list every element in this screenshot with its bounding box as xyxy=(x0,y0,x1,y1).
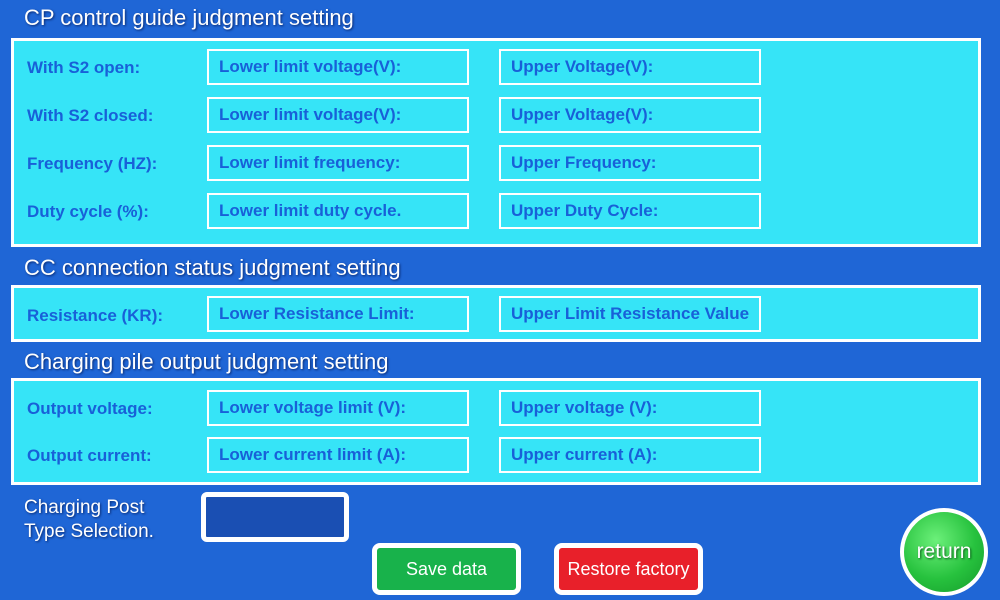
lower-duty-cycle-field[interactable]: Lower limit duty cycle. xyxy=(207,193,469,229)
post-type-label-line1: Charging Post xyxy=(24,497,145,518)
lower-current-limit-field[interactable]: Lower current limit (A): xyxy=(207,437,469,473)
cc-settings-panel: Resistance (KR): Lower Resistance Limit:… xyxy=(11,285,981,342)
cc-section-title: CC connection status judgment setting xyxy=(24,255,401,280)
cp-section-title: CP control guide judgment setting xyxy=(24,5,354,30)
return-button[interactable]: return xyxy=(900,508,988,596)
lower-resistance-field[interactable]: Lower Resistance Limit: xyxy=(207,296,469,332)
post-type-label-line2: Type Selection. xyxy=(24,521,154,542)
upper-voltage-field[interactable]: Upper voltage (V): xyxy=(499,390,761,426)
duty-cycle-label: Duty cycle (%): xyxy=(27,202,149,221)
output-current-label: Output current: xyxy=(27,446,152,465)
s2-closed-label: With S2 closed: xyxy=(27,106,154,125)
s2-closed-lower-voltage-field[interactable]: Lower limit voltage(V): xyxy=(207,97,469,133)
upper-frequency-field[interactable]: Upper Frequency: xyxy=(499,145,761,181)
upper-duty-cycle-field[interactable]: Upper Duty Cycle: xyxy=(499,193,761,229)
s2-open-upper-voltage-field[interactable]: Upper Voltage(V): xyxy=(499,49,761,85)
lower-voltage-limit-field[interactable]: Lower voltage limit (V): xyxy=(207,390,469,426)
upper-current-field[interactable]: Upper current (A): xyxy=(499,437,761,473)
post-type-label: Charging Post Type Selection. xyxy=(24,496,154,544)
save-data-button[interactable]: Save data xyxy=(372,543,521,595)
upper-resistance-field[interactable]: Upper Limit Resistance Value xyxy=(499,296,761,332)
post-type-selector[interactable] xyxy=(201,492,349,542)
lower-frequency-field[interactable]: Lower limit frequency: xyxy=(207,145,469,181)
s2-closed-upper-voltage-field[interactable]: Upper Voltage(V): xyxy=(499,97,761,133)
resistance-label: Resistance (KR): xyxy=(27,306,164,325)
s2-open-lower-voltage-field[interactable]: Lower limit voltage(V): xyxy=(207,49,469,85)
s2-open-label: With S2 open: xyxy=(27,58,141,77)
frequency-label: Frequency (HZ): xyxy=(27,154,158,173)
output-section-title: Charging pile output judgment setting xyxy=(24,349,389,374)
output-voltage-label: Output voltage: xyxy=(27,399,153,418)
restore-factory-button[interactable]: Restore factory xyxy=(554,543,703,595)
output-settings-panel: Output voltage: Lower voltage limit (V):… xyxy=(11,378,981,485)
cp-settings-panel: With S2 open: Lower limit voltage(V): Up… xyxy=(11,38,981,247)
